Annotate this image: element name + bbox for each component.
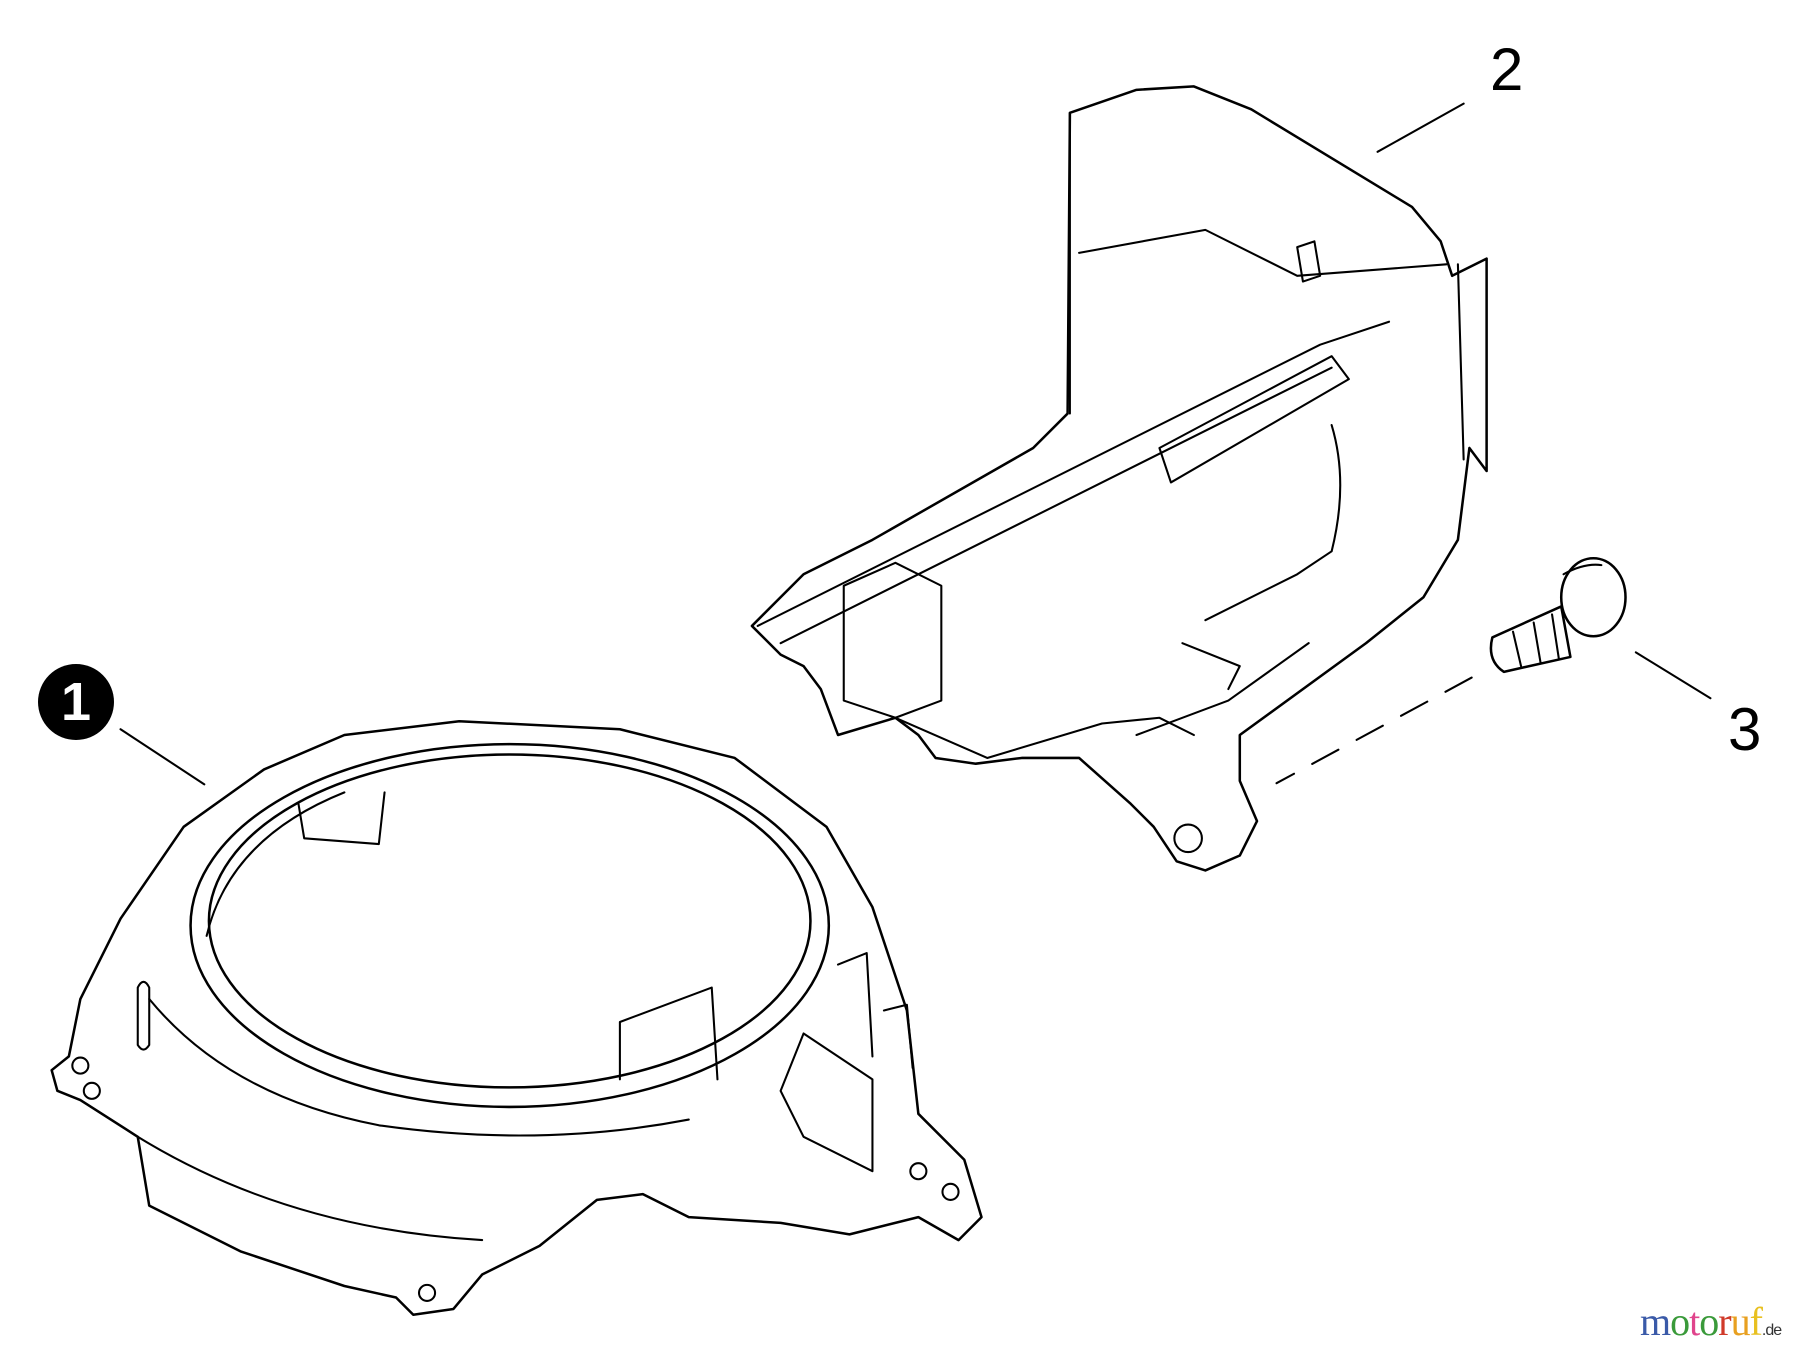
leader-line-1	[119, 728, 206, 786]
callout-2: 2	[1490, 36, 1524, 103]
watermark-logo: motoruf.de	[1640, 1299, 1782, 1344]
leader-line-2	[1376, 102, 1465, 153]
part-2-air-guide-cover	[750, 85, 1488, 872]
callout-1: 1	[38, 664, 114, 740]
part-3-bolt	[1489, 556, 1627, 674]
leader-line-3	[1634, 651, 1712, 700]
assembly-dashed-line	[1275, 676, 1473, 785]
part-1-fan-housing	[50, 719, 983, 1316]
callout-3: 3	[1728, 696, 1762, 763]
